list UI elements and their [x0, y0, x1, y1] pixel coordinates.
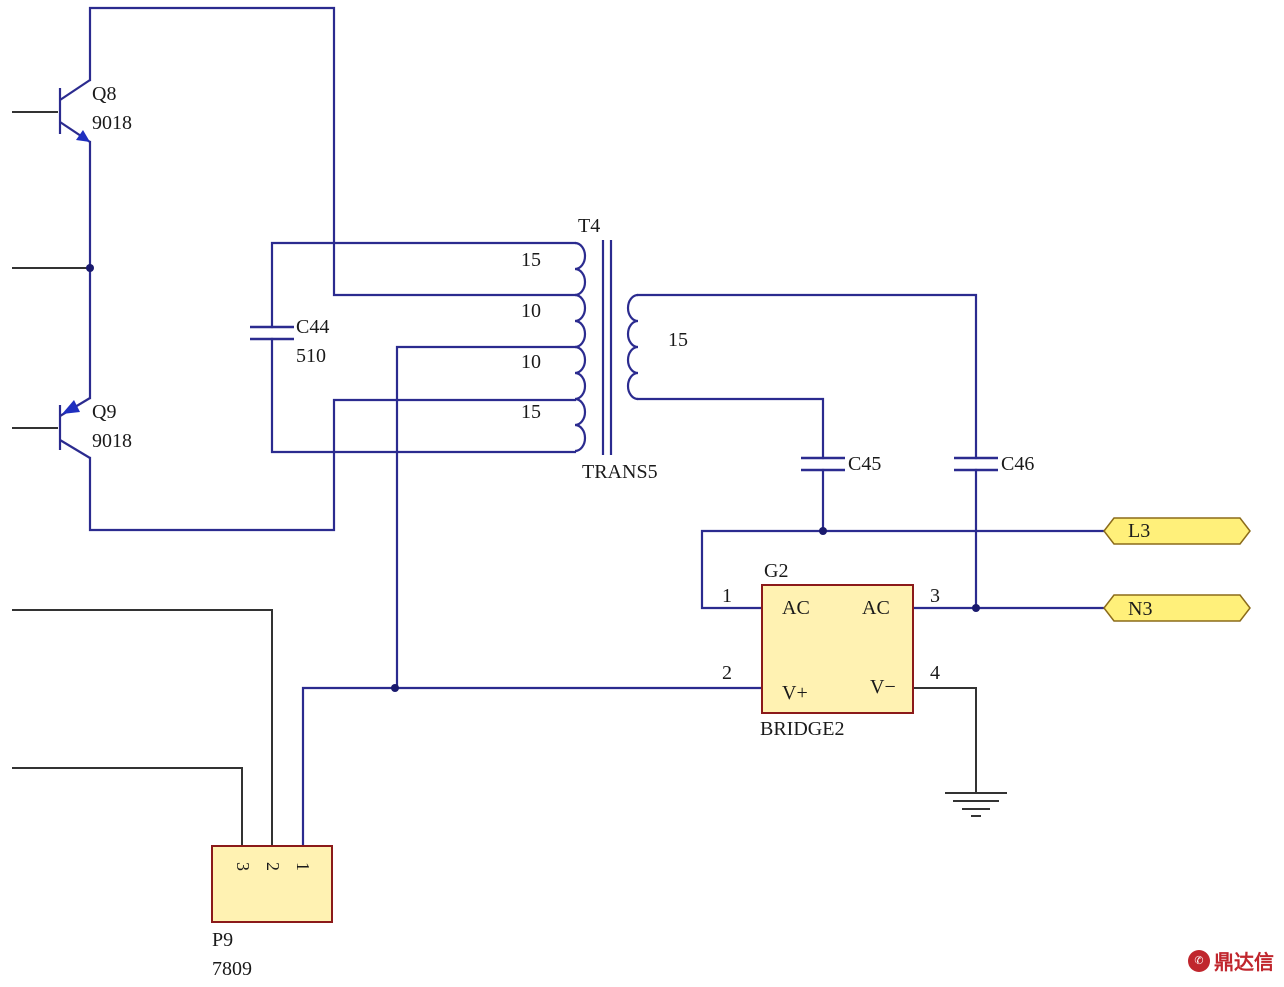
watermark-logo-icon: ✆ — [1188, 949, 1210, 972]
t4-ref-label: T4 — [578, 215, 600, 237]
t4-winding-turns-4: 15 — [521, 401, 541, 423]
secondary-wiring — [636, 293, 1106, 610]
p9-pin-number-1: 1 — [293, 862, 313, 871]
g2-pin-vminus: V− — [870, 676, 896, 698]
t4-winding-turns-3: 10 — [521, 351, 541, 373]
ground-symbol — [914, 687, 1007, 817]
q8-value-label: 9018 — [92, 112, 132, 134]
p9-ref-label: P9 — [212, 929, 233, 951]
regulator-p9 — [211, 845, 333, 923]
port-n3-label: N3 — [1128, 598, 1152, 620]
p9-pin-number-2: 2 — [263, 862, 283, 871]
t4-winding-turns-1: 15 — [521, 249, 541, 271]
capacitor-c45 — [801, 456, 845, 472]
port-l3-label: L3 — [1128, 520, 1150, 542]
junction-dot — [819, 527, 827, 535]
c45-ref-label: C45 — [848, 453, 881, 475]
center-tap-wiring — [301, 345, 762, 847]
t4-type-label: TRANS5 — [582, 461, 658, 483]
transformer-t4 — [574, 240, 639, 455]
g2-type-label: BRIDGE2 — [760, 718, 844, 740]
g2-pin-vplus: V+ — [782, 682, 808, 704]
g2-pin-ac-right: AC — [862, 597, 890, 619]
p9-input-wiring — [12, 609, 273, 845]
c46-ref-label: C46 — [1001, 453, 1034, 475]
junction-dot — [391, 684, 399, 692]
c44-value-label: 510 — [296, 345, 326, 367]
g2-pin-number-3: 3 — [930, 585, 940, 607]
p9-value-label: 7809 — [212, 958, 252, 980]
q9-ref-label: Q9 — [92, 401, 116, 423]
capacitor-c44 — [250, 325, 294, 341]
t4-secondary-turns: 15 — [668, 329, 688, 351]
g2-pin-number-4: 4 — [930, 662, 940, 684]
t4-winding-turns-2: 10 — [521, 300, 541, 322]
q9-value-label: 9018 — [92, 430, 132, 452]
g2-pin-number-1: 1 — [722, 585, 732, 607]
watermark-text: 鼎达信 — [1214, 950, 1274, 974]
g2-ref-label: G2 — [764, 560, 788, 582]
g2-pin-ac-left: AC — [782, 597, 810, 619]
watermark: ✆ 鼎达信 — [1188, 946, 1274, 975]
p9-pin-number-3: 3 — [233, 862, 253, 871]
junction-dot — [972, 604, 980, 612]
c44-loop-wiring — [270, 241, 577, 454]
c44-ref-label: C44 — [296, 316, 329, 338]
transistor-wiring — [12, 6, 577, 532]
transistor-q8 — [12, 79, 91, 143]
transistor-q9 — [12, 397, 91, 459]
port-l3 — [1103, 517, 1251, 545]
capacitor-c46 — [954, 456, 998, 472]
g2-pin-number-2: 2 — [722, 662, 732, 684]
junction-dot — [86, 264, 94, 272]
q8-ref-label: Q8 — [92, 83, 116, 105]
port-n3 — [1103, 594, 1251, 622]
bridge-g2 — [761, 584, 914, 714]
